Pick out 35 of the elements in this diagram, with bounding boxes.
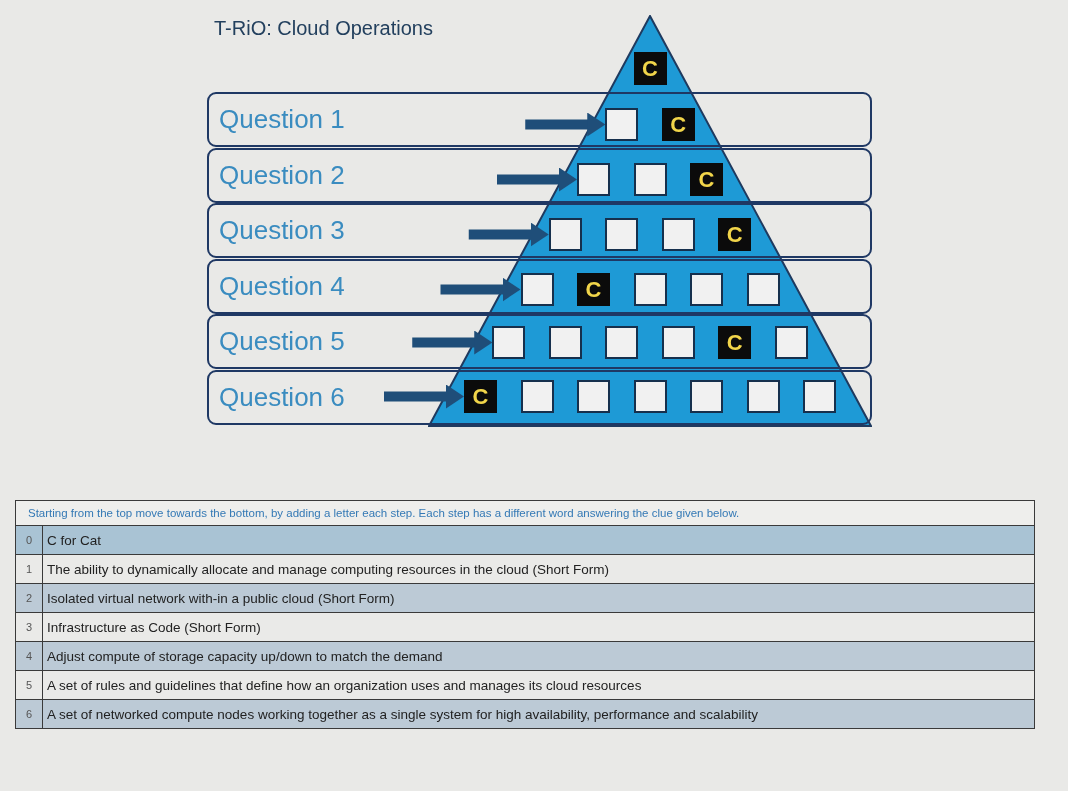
clue-number: 4 bbox=[15, 641, 43, 671]
question-label: Question 5 bbox=[219, 326, 345, 356]
clue-text: Adjust compute of storage capacity up/down to match the demand bbox=[42, 641, 1035, 671]
clue-text: Isolated virtual network with-in a public cloud (Short Form) bbox=[42, 583, 1035, 613]
question-band bbox=[207, 314, 872, 369]
clue-number: 1 bbox=[15, 554, 43, 584]
arrow bbox=[412, 330, 493, 355]
letter-tile: C bbox=[633, 52, 667, 85]
clue-number: 0 bbox=[15, 525, 43, 555]
arrow bbox=[440, 277, 521, 302]
clue-text: C for Cat bbox=[42, 525, 1035, 555]
arrow bbox=[525, 112, 606, 137]
clue-text: A set of networked compute nodes working together as a single system for high availability, performance and scalability bbox=[42, 699, 1035, 729]
clue-text: Infrastructure as Code (Short Form) bbox=[42, 612, 1035, 642]
question-band bbox=[207, 92, 872, 147]
clue-number: 5 bbox=[15, 670, 43, 700]
instructions-row: Starting from the top move towards the bottom, by adding a letter each step. Each step has a different word answering the clue given below. bbox=[15, 500, 1035, 526]
question-band bbox=[207, 369, 872, 425]
question-band bbox=[207, 258, 872, 314]
question-label: Question 2 bbox=[219, 159, 345, 190]
clue-text: The ability to dynamically allocate and manage computing resources in the cloud (Short Form) bbox=[42, 554, 1035, 584]
arrow bbox=[497, 167, 577, 192]
question-band bbox=[207, 203, 872, 258]
question-label: Question 6 bbox=[219, 381, 345, 412]
question-band bbox=[207, 147, 872, 203]
clue-text: A set of rules and guidelines that define how an organization uses and manages its cloud resources bbox=[42, 670, 1035, 700]
arrow bbox=[384, 384, 464, 409]
clue-number: 6 bbox=[15, 699, 43, 729]
clue-number: 2 bbox=[15, 583, 43, 613]
diagram-title: T-RiO: Cloud Operations bbox=[214, 16, 433, 40]
arrow bbox=[468, 222, 549, 247]
question-label: Question 1 bbox=[219, 104, 345, 134]
question-label: Question 4 bbox=[219, 270, 345, 301]
question-label: Question 3 bbox=[219, 215, 345, 245]
clue-number: 3 bbox=[15, 612, 43, 642]
